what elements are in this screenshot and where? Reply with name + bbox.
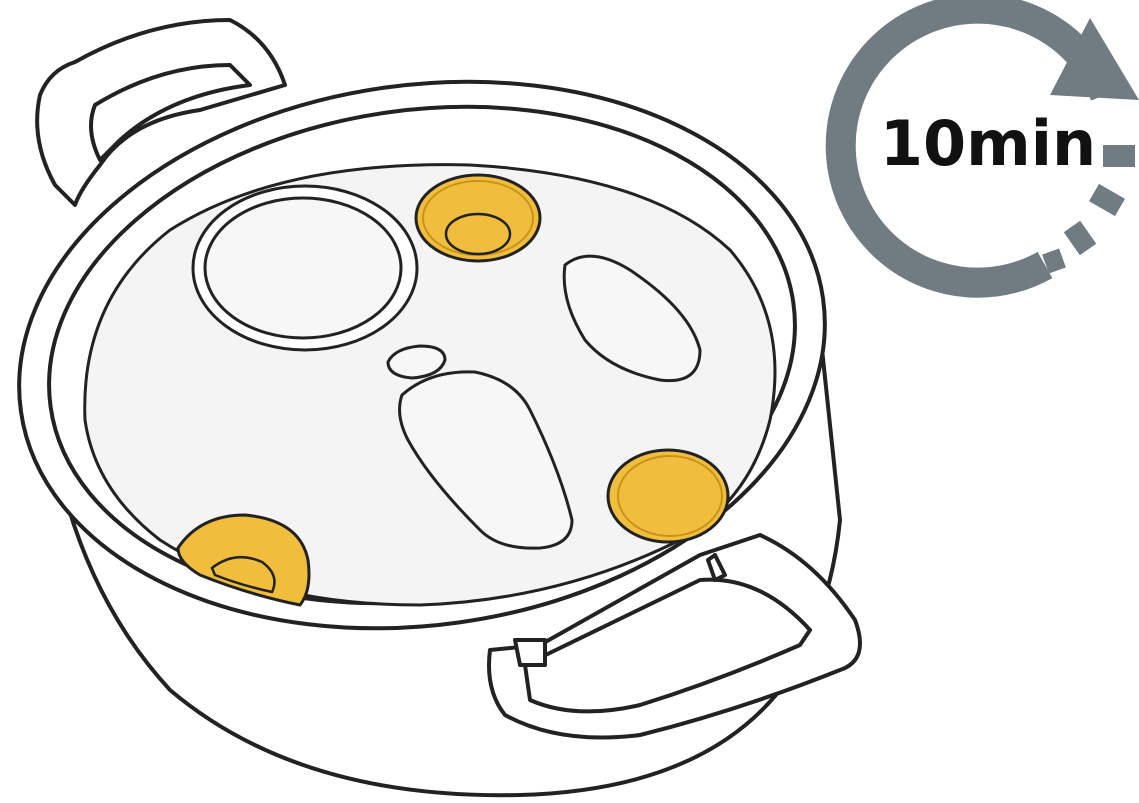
egg-yolk-right: [608, 450, 728, 542]
egg-yolk-top: [416, 175, 540, 261]
timer-icon: 10min: [841, 9, 1139, 283]
timer-label: 10min: [880, 107, 1096, 180]
egg-white-round: [193, 186, 417, 350]
timer-dash-2: [1089, 184, 1125, 216]
timer-dash-1: [1103, 145, 1135, 167]
timer-dash-3: [1064, 221, 1096, 255]
